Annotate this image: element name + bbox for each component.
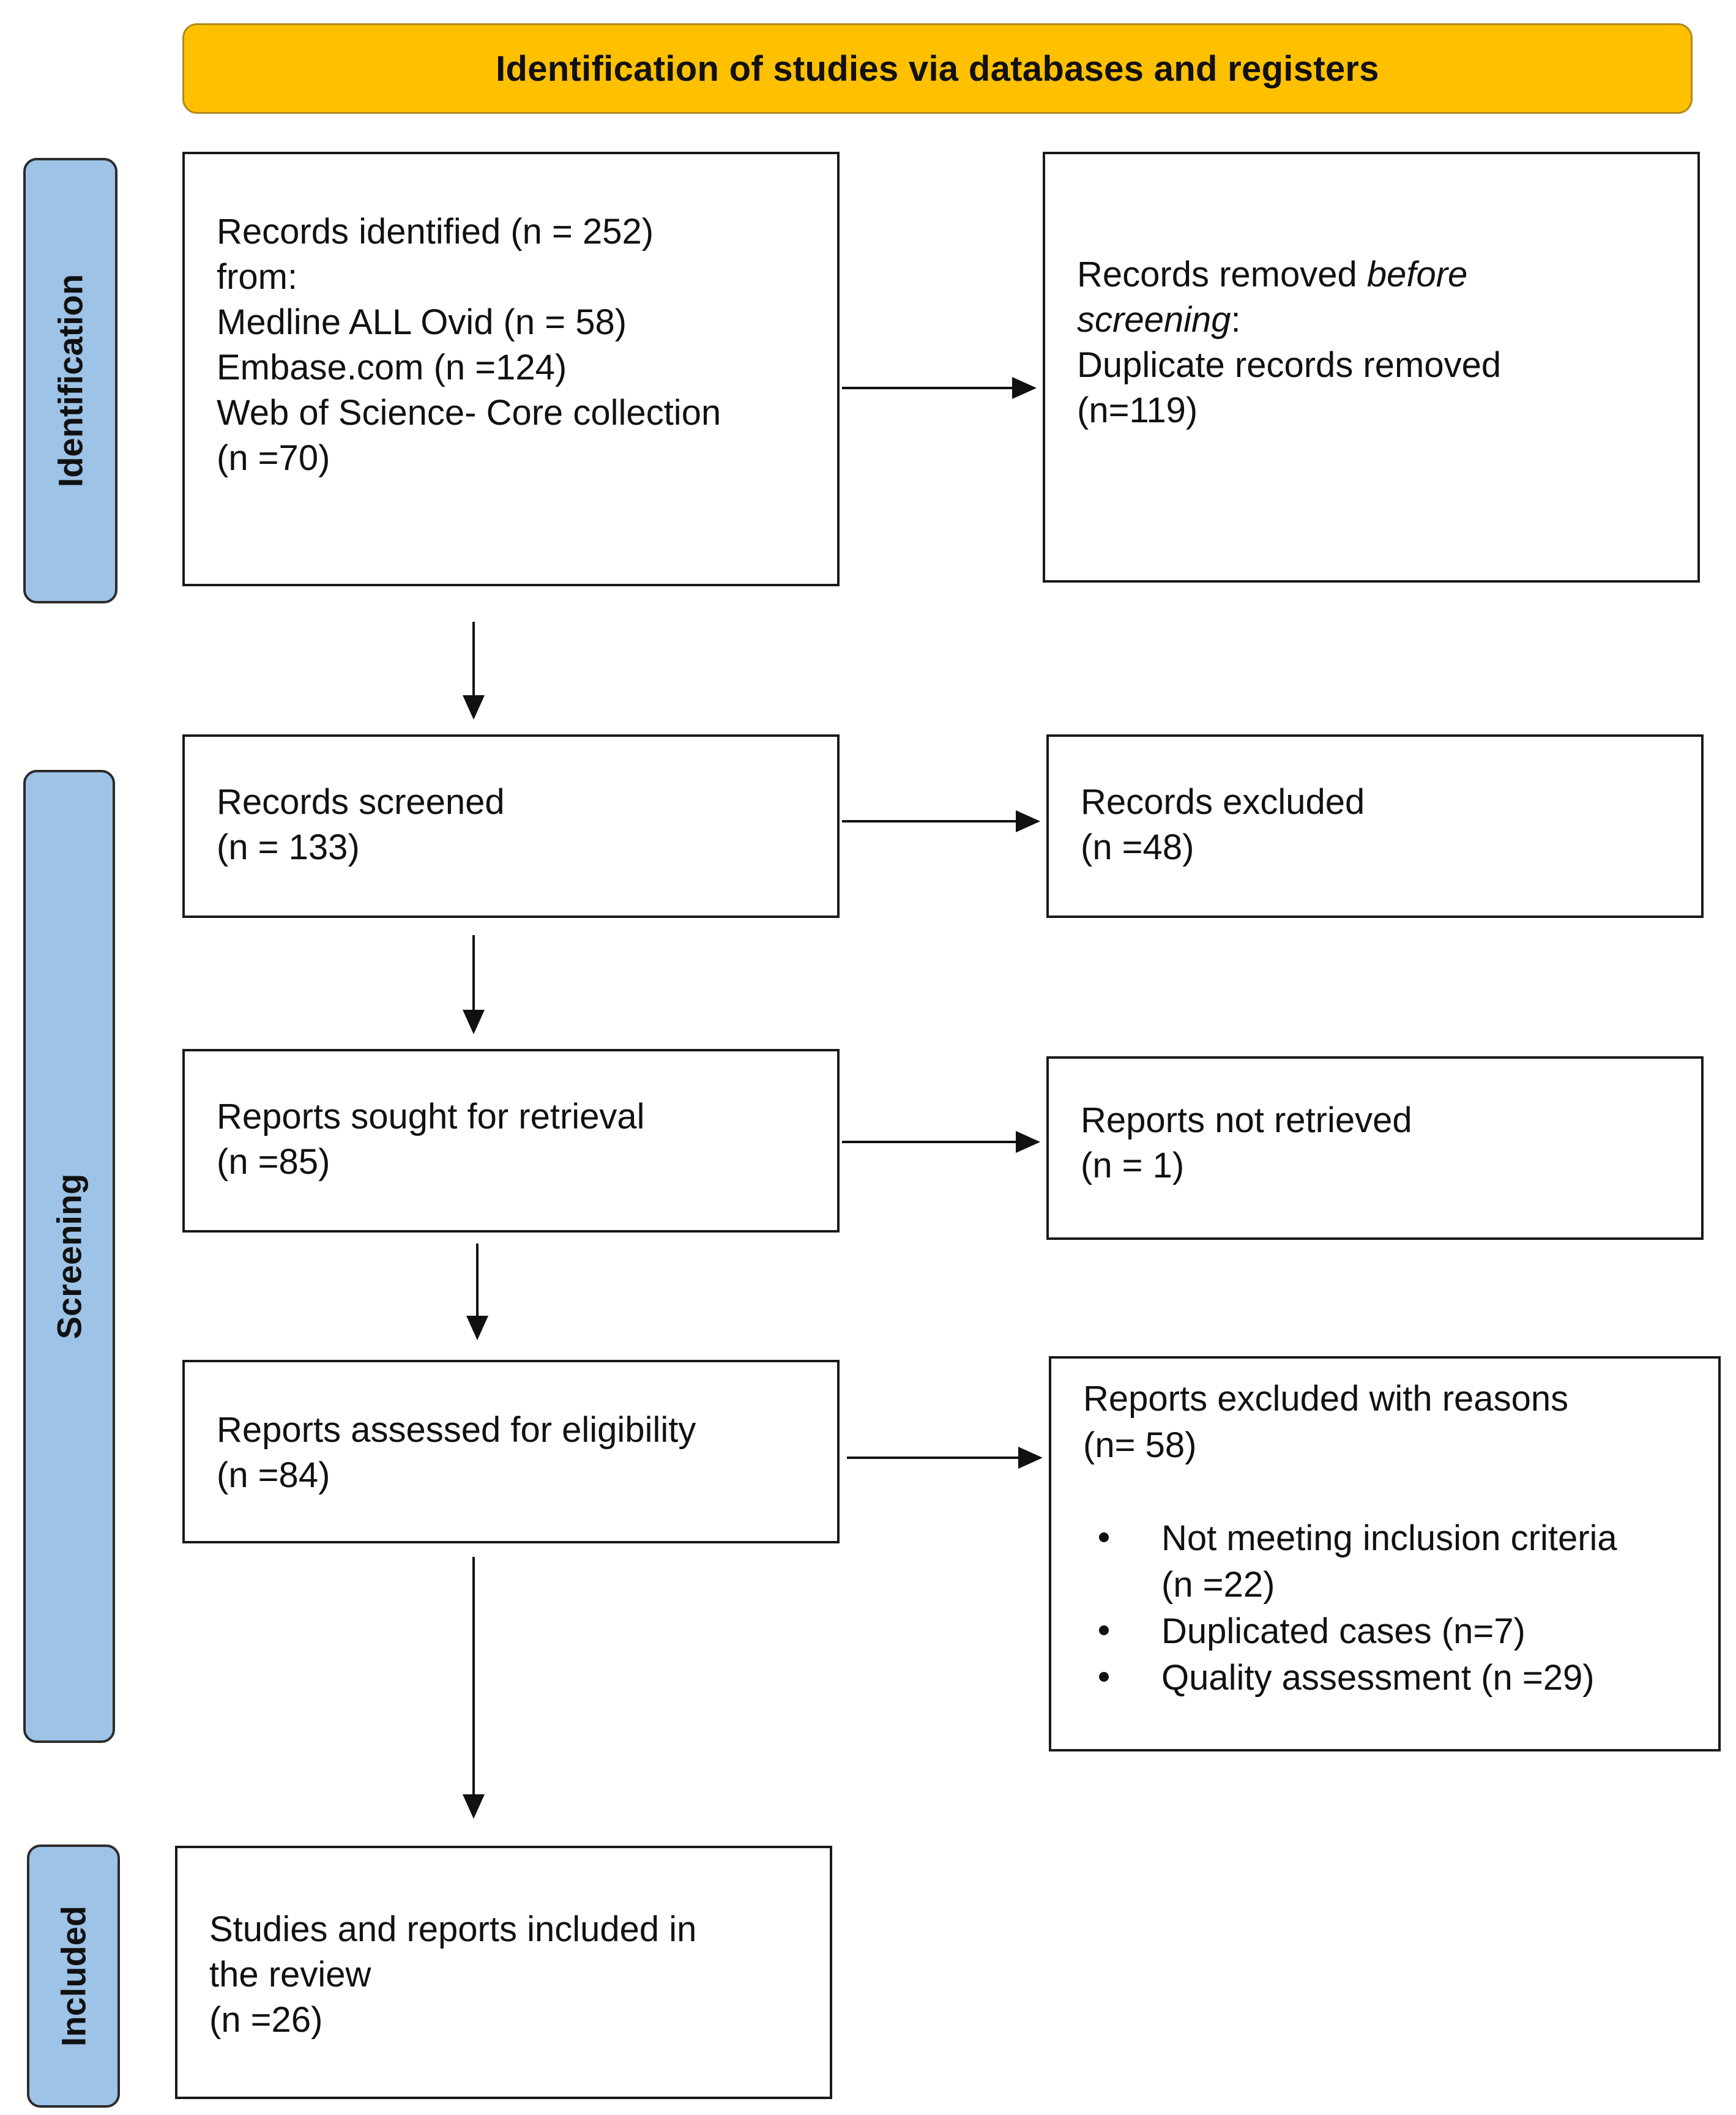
arrowhead-icon (466, 1316, 488, 1340)
exclusion-reason-item: Quality assessment (n =29) (1083, 1655, 1718, 1701)
records-screened-line: (n = 133) (217, 827, 360, 867)
reports-not-retrieved-box: Reports not retrieved (n = 1) (1046, 1056, 1704, 1240)
reports-excluded-box: Reports excluded with reasons (n= 58) No… (1049, 1356, 1721, 1751)
reports-sought-line: (n =85) (217, 1142, 330, 1182)
arrowhead-icon (463, 1010, 485, 1034)
included-studies-line: (n =26) (209, 2000, 323, 2040)
records-identified-line: (n =70) (217, 438, 330, 478)
records-screened-box: Records screened (n = 133) (182, 734, 840, 918)
exclusion-reason-item: Duplicated cases (n=7) (1083, 1608, 1718, 1655)
bullet-icon (1099, 1672, 1109, 1682)
records-removed-line: Duplicate records removed (1077, 345, 1502, 385)
records-screened-line: Records screened (217, 782, 505, 822)
reports-sought-box: Reports sought for retrieval (n =85) (182, 1049, 840, 1233)
included-studies-line: the review (209, 1955, 371, 1994)
records-identified-line: from: (217, 257, 298, 297)
bullet-icon (1099, 1532, 1109, 1542)
records-removed-line: (n=119) (1077, 390, 1198, 430)
arrowhead-icon (1012, 377, 1037, 399)
records-removed-line: Records removed before (1077, 255, 1468, 294)
arrowhead-icon (463, 1794, 485, 1819)
records-excluded-box: Records excluded (n =48) (1046, 734, 1704, 918)
reports-sought-line: Reports sought for retrieval (217, 1097, 645, 1136)
phase-screening: Screening (23, 770, 115, 1743)
records-removed-box: Records removed before screening: Duplic… (1043, 152, 1700, 583)
records-identified-line: Web of Science- Core collection (217, 393, 721, 433)
arrowhead-icon (1018, 1447, 1043, 1469)
arrowhead-icon (1016, 1131, 1040, 1153)
reports-not-retrieved-line: (n = 1) (1081, 1146, 1185, 1185)
identification-banner: Identification of studies via databases … (182, 23, 1693, 114)
records-removed-line: screening: (1077, 300, 1241, 340)
records-identified-line: Embase.com (n =124) (217, 348, 567, 387)
reports-not-retrieved-line: Reports not retrieved (1081, 1100, 1412, 1140)
exclusion-reason-item: Not meeting inclusion criteria (n =22) (1083, 1515, 1718, 1608)
records-excluded-line: (n =48) (1081, 827, 1194, 867)
banner-title: Identification of studies via databases … (496, 48, 1379, 89)
included-studies-line: Studies and reports included in (209, 1909, 697, 1949)
reports-assessed-line: (n =84) (217, 1455, 330, 1495)
reports-excluded-line: (n= 58) (1083, 1425, 1197, 1465)
records-identified-line: Records identified (n = 252) (217, 212, 654, 252)
records-excluded-line: Records excluded (1081, 782, 1365, 822)
reports-assessed-box: Reports assessed for eligibility (n =84) (182, 1360, 840, 1543)
exclusion-reasons-list: Not meeting inclusion criteria (n =22) D… (1083, 1515, 1718, 1701)
included-studies-box: Studies and reports included in the revi… (175, 1846, 832, 2099)
phase-identification: Identification (23, 158, 117, 603)
arrowhead-icon (463, 695, 485, 720)
records-identified-box: Records identified (n = 252) from: Medli… (182, 152, 840, 586)
bullet-icon (1099, 1625, 1109, 1635)
records-identified-line: Medline ALL Ovid (n = 58) (217, 302, 627, 342)
arrowhead-icon (1016, 810, 1040, 832)
reports-excluded-line: Reports excluded with reasons (1083, 1379, 1569, 1419)
phase-included: Included (27, 1845, 120, 2108)
reports-assessed-line: Reports assessed for eligibility (217, 1410, 696, 1450)
